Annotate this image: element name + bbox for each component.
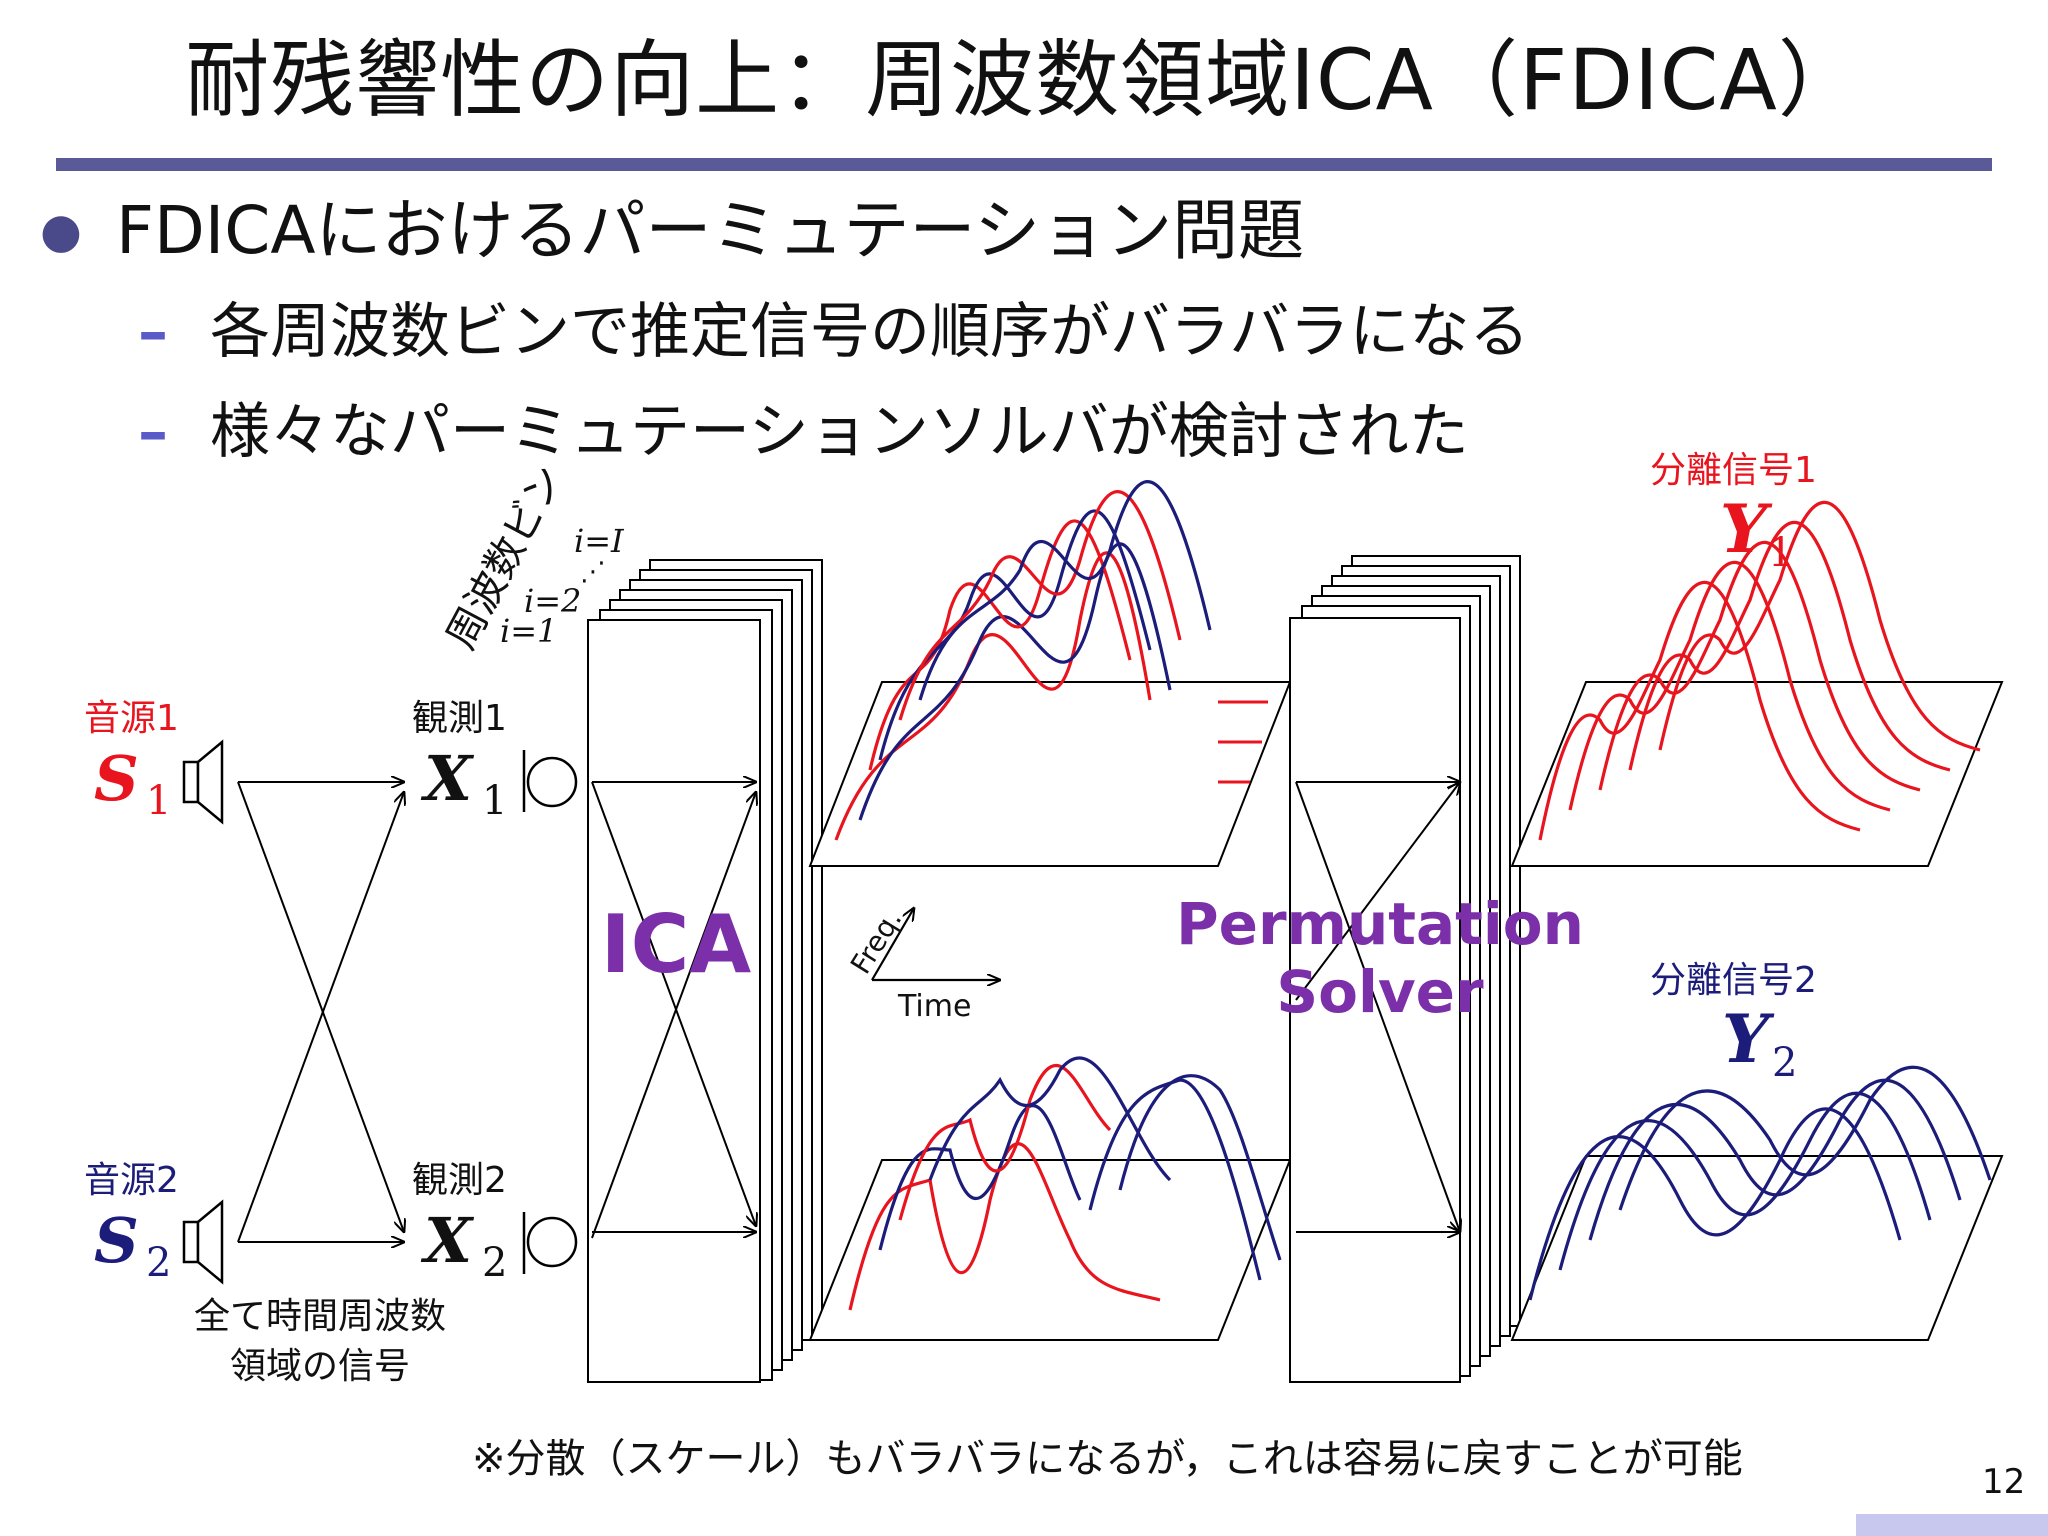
main-bullet: ● FDICAにおけるパーミュテーション問題: [40, 186, 1304, 276]
bin-label-top: i=I: [574, 522, 625, 560]
output-2-symbol: Y: [1722, 1000, 1775, 1078]
source-1-label: 音源1: [84, 698, 179, 739]
slide-page-number: 12: [1982, 1462, 2026, 1502]
freq-axis-label: Freq.: [844, 904, 908, 980]
tf-note-line-2: 領域の信号: [230, 1346, 410, 1387]
dash-icon: –: [138, 397, 168, 467]
bin-ellipsis: ⋰: [580, 557, 606, 587]
ica-panel-stack: [587, 559, 823, 1383]
speaker-1-icon: [182, 739, 224, 825]
solver-arrows: [1295, 782, 1460, 1232]
separated-surface-2: [1510, 1065, 2004, 1341]
corner-accent-bar: [1856, 1514, 2048, 1536]
observation-2-symbol: X: [420, 1204, 475, 1277]
bin-label-mid: i=2: [524, 582, 581, 620]
ica-output-surface-1: [808, 480, 1292, 867]
source-2-label: 音源2: [84, 1160, 179, 1201]
observation-1-label: 観測1: [412, 698, 507, 739]
sub-bullet-2-text: 様々なパーミュテーションソルバが検討された: [210, 397, 1469, 467]
observation-2-label: 観測2: [412, 1160, 507, 1201]
output-1-label: 分離信号1: [1650, 450, 1817, 491]
ica-output-surface-2: [808, 1056, 1292, 1341]
output-2-label: 分離信号2: [1650, 960, 1817, 1001]
sub-bullet-1-text: 各周波数ビンで推定信号の順序がバラバラになる: [210, 297, 1530, 367]
solver-label-line-2: Solver: [1276, 958, 1484, 1026]
tf-note-line-1: 全て時間周波数: [194, 1296, 446, 1337]
sub-bullet-2: –様々なパーミュテーションソルバが検討された: [138, 392, 1469, 472]
solver-label-line-1: Permutation: [1176, 890, 1584, 958]
observation-1-symbol: X: [420, 742, 475, 815]
observation-2-index: 2: [482, 1240, 507, 1286]
speaker-2-icon: [182, 1199, 224, 1285]
footnote: ※分散（スケール）もバラバラになるが，これは容易に戻すことが可能: [472, 1436, 1743, 1482]
title-divider: [56, 158, 1992, 171]
permutation-solver-panel-stack: [1289, 555, 1521, 1383]
microphone-2-icon: [522, 1212, 578, 1274]
source-1-symbol: S: [94, 742, 139, 815]
observation-1-index: 1: [482, 778, 507, 824]
bullet-dot-icon: ●: [40, 203, 82, 259]
bin-label-bottom: i=1: [500, 612, 557, 650]
ica-label: ICA: [601, 898, 751, 991]
ica-unmixing-arrows: [591, 782, 756, 1239]
main-bullet-text: FDICAにおけるパーミュテーション問題: [116, 192, 1305, 269]
slide-title: 耐残響性の向上：周波数領域ICA（FDICA）: [185, 31, 1863, 129]
output-2-index: 2: [1772, 1040, 1797, 1086]
mixing-arrows: [237, 782, 404, 1242]
separated-surface-1: [1510, 500, 2004, 867]
dash-icon: –: [138, 297, 168, 367]
source-1-index: 1: [146, 778, 171, 824]
microphone-1-icon: [522, 750, 578, 812]
source-2-index: 2: [146, 1240, 171, 1286]
freq-time-axes-icon: [871, 908, 1000, 980]
time-axis-label: Time: [897, 989, 971, 1024]
sub-bullet-1: –各周波数ビンで推定信号の順序がバラバラになる: [138, 292, 1529, 372]
source-2-symbol: S: [94, 1204, 139, 1277]
